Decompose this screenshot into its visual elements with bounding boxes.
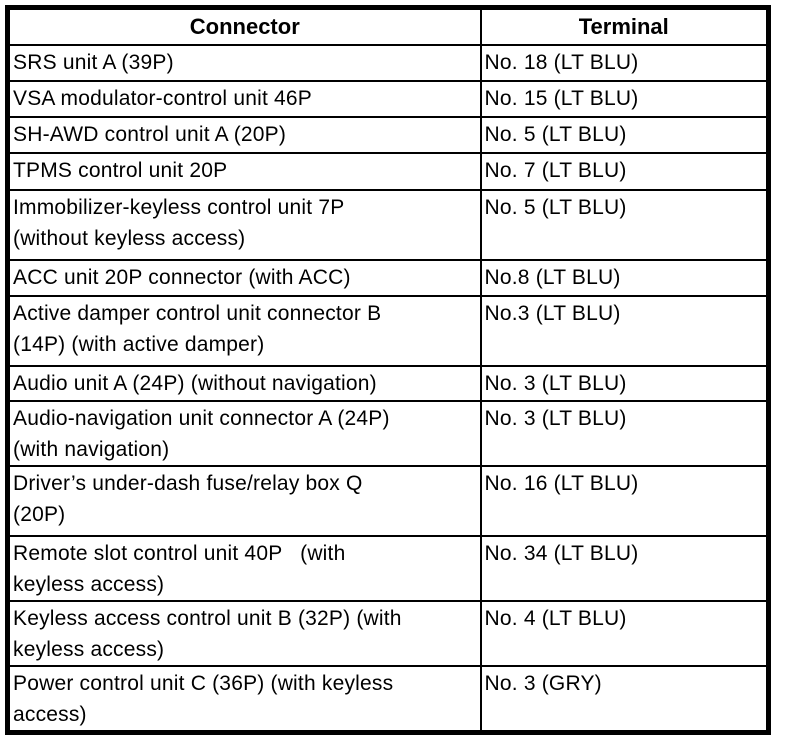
connector-cell: Active damper control unit connector B (… — [6, 294, 482, 367]
connector-terminal-table: Connector Terminal SRS unit A (39P) No. … — [5, 5, 771, 735]
table-row: SH-AWD control unit A (20P) No. 5 (LT BL… — [6, 115, 770, 154]
connector-cell: Power control unit C (36P) (with keyless… — [6, 664, 482, 734]
connector-cell: Keyless access control unit B (32P) (wit… — [6, 599, 482, 667]
table-row: Audio-navigation unit connector A (24P) … — [6, 399, 770, 467]
terminal-cell: No. 16 (LT BLU) — [479, 464, 770, 537]
connector-cell: Immobilizer-keyless control unit 7P (wit… — [6, 188, 482, 261]
connector-cell: Driver’s under-dash fuse/relay box Q (20… — [6, 464, 482, 537]
terminal-cell: No. 3 (GRY) — [479, 664, 770, 734]
terminal-cell: No. 5 (LT BLU) — [479, 115, 770, 154]
table-row: Remote slot control unit 40P (with keyle… — [6, 534, 770, 602]
table-row: Audio unit A (24P) (without navigation) … — [6, 364, 770, 402]
terminal-cell: No. 4 (LT BLU) — [479, 599, 770, 667]
table-row: VSA modulator-control unit 46P No. 15 (L… — [6, 79, 770, 118]
terminal-cell: No. 15 (LT BLU) — [479, 79, 770, 118]
table-row: Power control unit C (36P) (with keyless… — [6, 664, 770, 734]
column-header-connector: Connector — [6, 6, 482, 46]
terminal-cell: No. 34 (LT BLU) — [479, 534, 770, 602]
terminal-cell: No. 18 (LT BLU) — [479, 43, 770, 82]
connector-cell: Audio unit A (24P) (without navigation) — [6, 364, 482, 402]
table-body: SRS unit A (39P) No. 18 (LT BLU) VSA mod… — [6, 43, 770, 734]
terminal-cell: No. 3 (LT BLU) — [479, 364, 770, 402]
table-row: SRS unit A (39P) No. 18 (LT BLU) — [6, 43, 770, 82]
terminal-cell: No.3 (LT BLU) — [479, 294, 770, 367]
connector-cell: ACC unit 20P connector (with ACC) — [6, 258, 482, 297]
table-header: Connector Terminal — [6, 6, 770, 46]
connector-cell: Remote slot control unit 40P (with keyle… — [6, 534, 482, 602]
table-row: Keyless access control unit B (32P) (wit… — [6, 599, 770, 667]
connector-cell: Audio-navigation unit connector A (24P) … — [6, 399, 482, 467]
table-row: Immobilizer-keyless control unit 7P (wit… — [6, 188, 770, 261]
terminal-cell: No. 3 (LT BLU) — [479, 399, 770, 467]
table-row: Driver’s under-dash fuse/relay box Q (20… — [6, 464, 770, 537]
connector-cell: TPMS control unit 20P — [6, 151, 482, 191]
connector-cell: VSA modulator-control unit 46P — [6, 79, 482, 118]
terminal-cell: No.8 (LT BLU) — [479, 258, 770, 297]
table-row: TPMS control unit 20P No. 7 (LT BLU) — [6, 151, 770, 191]
connector-cell: SH-AWD control unit A (20P) — [6, 115, 482, 154]
column-header-terminal: Terminal — [479, 6, 770, 46]
header-row: Connector Terminal — [6, 6, 770, 46]
terminal-cell: No. 5 (LT BLU) — [479, 188, 770, 261]
terminal-cell: No. 7 (LT BLU) — [479, 151, 770, 191]
table-row: ACC unit 20P connector (with ACC) No.8 (… — [6, 258, 770, 297]
connector-cell: SRS unit A (39P) — [6, 43, 482, 82]
table-row: Active damper control unit connector B (… — [6, 294, 770, 367]
